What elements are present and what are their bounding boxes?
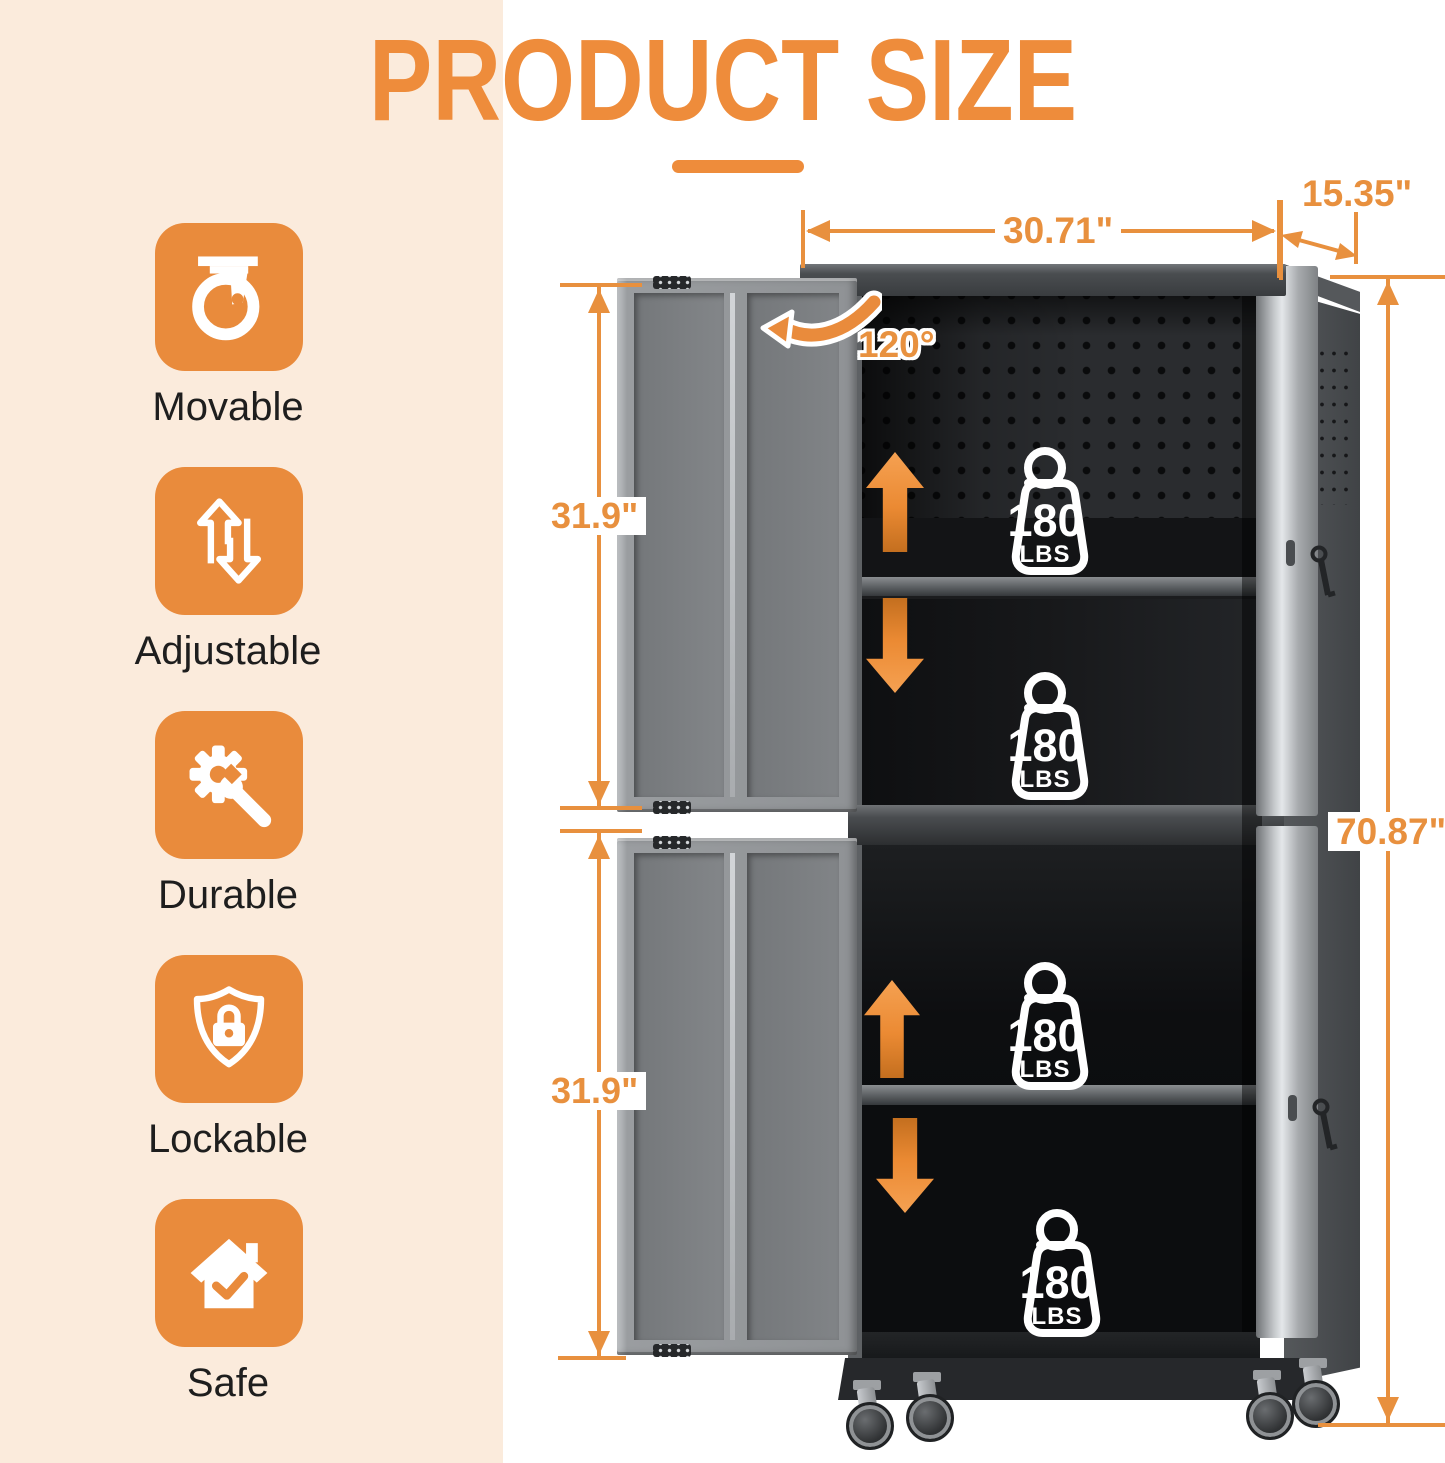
- door-hinge: [653, 276, 691, 289]
- feature-tile-movable: [155, 223, 303, 371]
- middle-divider-rail: [848, 805, 1284, 845]
- weight-icon: [1011, 447, 1089, 575]
- up-down-arrows-icon: [197, 498, 261, 584]
- dim-tick: [560, 829, 642, 833]
- arrow-up-icon: [588, 835, 610, 859]
- dim-tick: [560, 283, 642, 287]
- weight-icon: [1023, 1209, 1101, 1337]
- weight-icon: [1011, 672, 1089, 800]
- feature-label-movable: Movable: [152, 385, 304, 429]
- caster-wheel: [902, 1372, 954, 1442]
- caster-wheel-icon: [192, 256, 260, 341]
- arrow-right-icon: [1252, 220, 1276, 242]
- feature-label-safe: Safe: [186, 1361, 270, 1405]
- page-title: PRODUCT SIZE: [368, 15, 1078, 145]
- side-vent-holes: [1316, 345, 1354, 505]
- shelf-capacity-badge: 180 LBS: [995, 1205, 1119, 1345]
- depth-value: 15.35": [1302, 173, 1413, 214]
- weight-icon: [1011, 962, 1089, 1090]
- title-underline: [672, 160, 804, 173]
- dim-tick: [801, 210, 805, 268]
- feature-label-durable: Durable: [157, 873, 299, 917]
- upper-height-value: 31.9": [543, 497, 647, 535]
- arrow-down-icon: [1377, 1397, 1399, 1421]
- lower-height-value: 31.9": [543, 1072, 647, 1110]
- shield-lock-icon: [193, 986, 265, 1068]
- feature-tile-adjustable: [155, 467, 303, 615]
- depth-arrow: [1279, 200, 1358, 280]
- dim-tick: [1318, 1423, 1445, 1427]
- shelf-capacity-badge: 180 LBS: [983, 668, 1107, 808]
- dim-line: [1386, 279, 1390, 1423]
- gear-wrench-icon: [189, 745, 272, 828]
- arrow-down-icon: [588, 1331, 610, 1355]
- house-check-icon: [190, 1238, 268, 1309]
- left-door-upper-open: [617, 276, 857, 814]
- left-door-lower-open: [617, 836, 857, 1357]
- upper-shelf: [862, 577, 1264, 599]
- dim-tick: [558, 1356, 626, 1360]
- door-hinge: [653, 801, 691, 814]
- caster-wheel: [1288, 1358, 1340, 1428]
- caster-wheel: [842, 1380, 894, 1450]
- arrow-up-icon: [588, 289, 610, 313]
- lower-compartment-bottom: [862, 1105, 1260, 1332]
- lower-lock-key-icon: [1312, 1098, 1338, 1151]
- door-hinge: [653, 1344, 691, 1357]
- door-hinge: [653, 836, 691, 849]
- arrow-up-icon: [1377, 281, 1399, 305]
- door-angle-value: 120°: [858, 324, 935, 365]
- caster-wheel: [1242, 1370, 1294, 1440]
- shelf-capacity-badge: 180 LBS: [983, 443, 1107, 583]
- feature-tile-lockable: [155, 955, 303, 1103]
- cabinet-top-panel: [800, 264, 1286, 296]
- feature-tile-safe: [155, 1199, 303, 1347]
- door-swing-arrow: [760, 290, 882, 349]
- feature-label-lockable: Lockable: [147, 1117, 309, 1161]
- lower-door-handle: [1288, 1095, 1297, 1121]
- total-height-value: 70.87": [1328, 812, 1445, 851]
- arrow-down-icon: [588, 781, 610, 805]
- upper-lock-key-icon: [1310, 545, 1336, 598]
- dim-tick: [560, 806, 642, 810]
- upper-door-handle: [1286, 540, 1295, 566]
- feature-label-adjustable: Adjustable: [134, 629, 322, 673]
- shelf-capacity-badge: 180 LBS: [983, 958, 1107, 1098]
- width-value: 30.71": [995, 211, 1122, 250]
- dim-line: [597, 287, 601, 807]
- arrow-left-icon: [806, 220, 830, 242]
- feature-tile-durable: [155, 711, 303, 859]
- right-door-lower-open: [1256, 826, 1318, 1338]
- dim-tick: [1330, 275, 1445, 279]
